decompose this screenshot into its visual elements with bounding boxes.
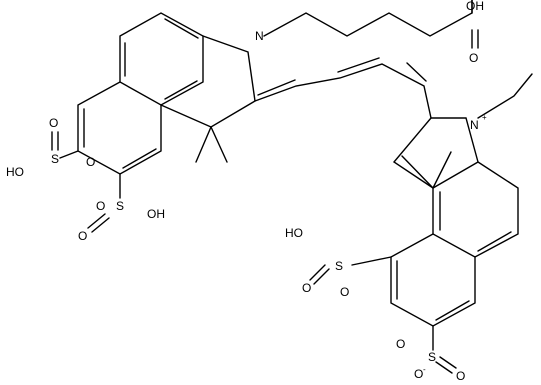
atom-n-left: N [255, 29, 264, 43]
bond-right-five-ring [392, 117, 479, 189]
bond-right-ring-bottom-inner [396, 260, 470, 321]
atom-oh-acid: OH [466, 0, 484, 13]
bond-left-ring-top [119, 12, 204, 106]
bond-left-ring-bottom-inner [83, 108, 157, 169]
atom-o-right-bottom-c: O [414, 367, 423, 380]
atom-o-right-bottom-b: O [456, 369, 465, 380]
bond-right-methyls [401, 151, 452, 189]
atom-s-right-bottom: S [428, 350, 436, 364]
bond-so-doubles [51, 131, 457, 374]
atom-o-right-bottom-charge: - [423, 365, 426, 374]
bond-ethyl [477, 73, 533, 119]
bond-acid-carbonyl [471, 0, 479, 49]
bond-right-ring-bottom [390, 233, 476, 327]
atom-labels: N N + OH O S O O HO S O O OH S O O HO S … [6, 0, 487, 383]
atom-s-left-top: S [51, 152, 59, 166]
atom-o-left-top-a: O [49, 116, 58, 130]
atom-o-acid: O [469, 51, 478, 65]
bond-methine-bridge-double [257, 57, 427, 96]
bond-left-ring-bottom [77, 81, 162, 175]
atom-oh-left-bottom: OH [147, 207, 165, 221]
bond-right-ring-top [432, 161, 519, 258]
atom-o-left-bottom-b: O [96, 199, 105, 213]
bond-methine-bridge [254, 63, 432, 119]
atom-n-right-charge: + [482, 113, 487, 122]
bond-left-five-ring [160, 35, 256, 128]
bond-left-ring-top-inner [124, 18, 199, 100]
bond-lines [51, 0, 533, 374]
bond-right-ring-top-inner [439, 191, 512, 252]
atom-o-right-top-b: O [340, 285, 349, 299]
bond-left-methyls [195, 126, 228, 163]
atom-ho-left-top: HO [6, 165, 24, 179]
bond-hexanoic-chain [263, 0, 473, 37]
atom-ho-right-top: HO [285, 226, 303, 240]
atom-o-left-bottom-a: O [78, 229, 87, 243]
atom-s-left-bottom: S [116, 199, 124, 213]
atom-o-right-top-a: O [302, 281, 311, 295]
atom-o-left-top-b: O [86, 155, 95, 169]
bond-sulfonate-stubs [59, 150, 434, 351]
atom-o-right-bottom-a: O [396, 337, 405, 351]
atom-n-right: N [470, 118, 479, 132]
atom-s-right-top: S [335, 259, 343, 273]
